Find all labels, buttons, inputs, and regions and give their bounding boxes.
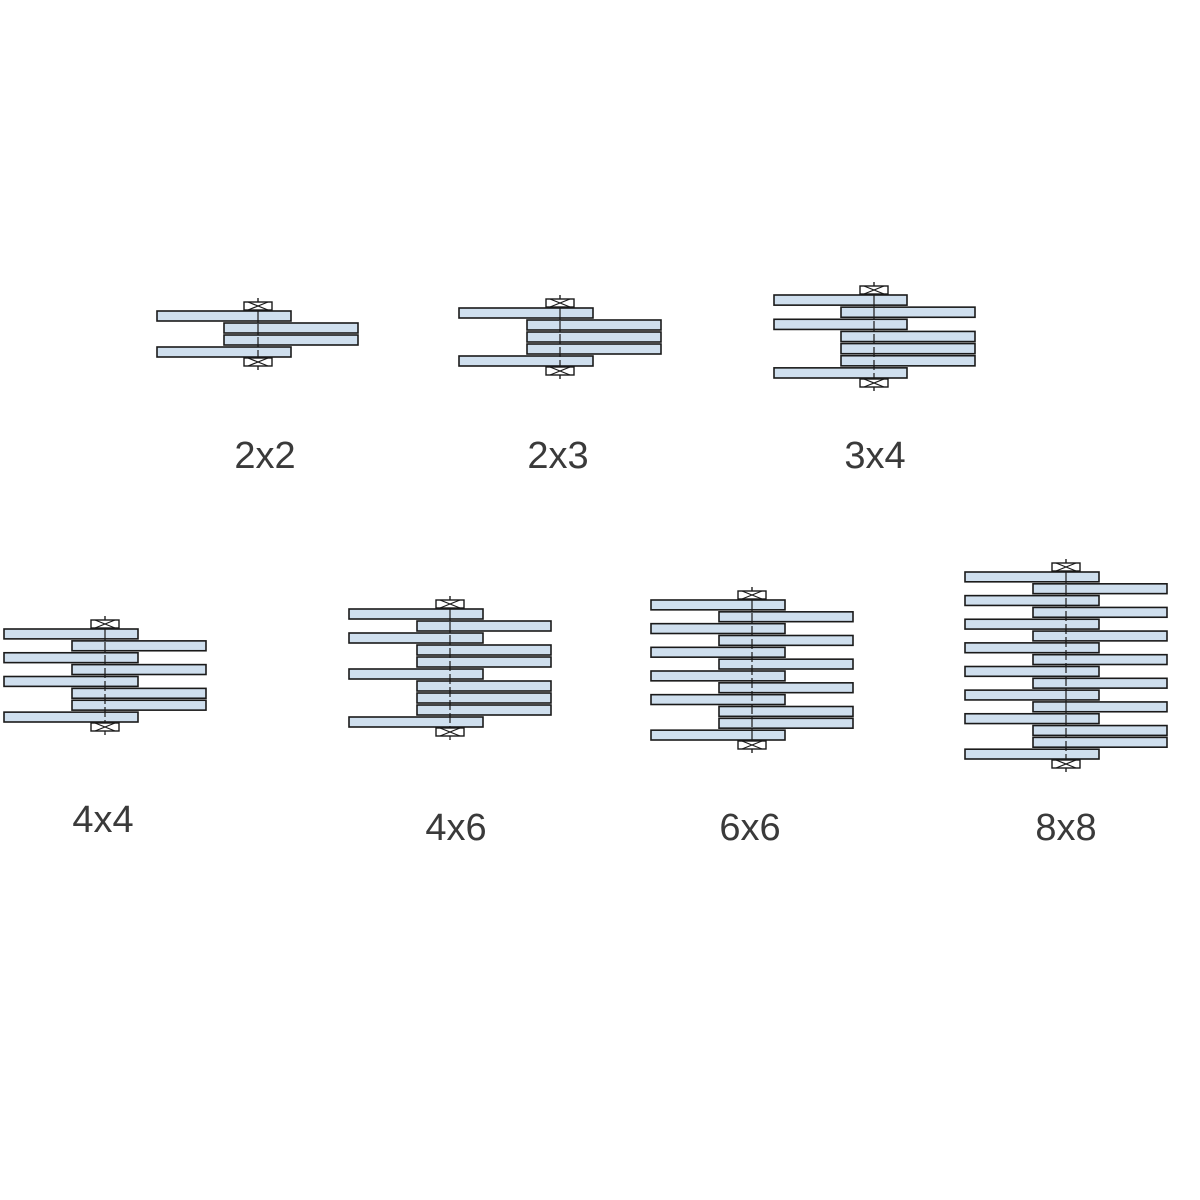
2x3-outer-plate xyxy=(458,355,594,367)
chain-8x8-plates xyxy=(964,559,1168,772)
3x4-pin-head-bottom-cross xyxy=(863,378,885,388)
chain-2x2: 2x2 xyxy=(156,298,359,477)
2x3-outer-plate xyxy=(458,307,594,319)
8x8-outer-plate xyxy=(964,748,1100,760)
4x6-outer-plate xyxy=(348,632,484,644)
6x6-inner-plate xyxy=(718,658,854,670)
6x6-inner-plate xyxy=(718,634,854,647)
chain-2x2-label: 2x2 xyxy=(234,435,295,477)
chain-2x2-plates xyxy=(156,298,359,370)
3x4-outer-plate xyxy=(773,294,908,306)
chain-8x8: 8x8 xyxy=(964,559,1168,849)
chain-3x4-label: 3x4 xyxy=(844,435,905,477)
6x6-pin-head-bottom-cross xyxy=(741,740,763,750)
2x2-inner-plate xyxy=(223,334,359,346)
2x2-outer-plate xyxy=(156,346,292,358)
chain-6x6-plates xyxy=(650,587,854,753)
8x8-inner-plate xyxy=(1032,701,1168,713)
4x6-inner-plate xyxy=(416,620,552,632)
8x8-inner-plate xyxy=(1032,606,1168,619)
3x4-inner-plate xyxy=(840,330,976,343)
4x4-outer-plate xyxy=(3,651,139,664)
4x4-pin-head-bottom-cross xyxy=(94,722,116,732)
2x3-inner-plate xyxy=(526,331,662,343)
4x6-outer-plate xyxy=(348,716,484,728)
4x6-inner-plate xyxy=(416,644,552,656)
chain-4x6-label: 4x6 xyxy=(425,807,486,849)
chain-2x3-label: 2x3 xyxy=(527,435,588,477)
2x3-pin-head-bottom-cross xyxy=(549,366,571,376)
6x6-inner-plate xyxy=(718,705,854,718)
6x6-outer-plate xyxy=(650,729,786,741)
2x3-inner-plate xyxy=(526,319,662,331)
8x8-pin-head-top-cross xyxy=(1055,562,1077,572)
4x4-inner-plate xyxy=(71,663,207,676)
chain-2x3: 2x3 xyxy=(458,295,662,477)
8x8-outer-plate xyxy=(964,712,1100,725)
6x6-outer-plate xyxy=(650,599,786,611)
4x6-outer-plate xyxy=(348,608,484,620)
3x4-inner-plate xyxy=(840,342,976,355)
2x2-pin-head-top-cross xyxy=(247,301,269,311)
8x8-outer-plate xyxy=(964,642,1100,654)
4x6-inner-plate xyxy=(416,704,552,716)
chain-3x4-plates xyxy=(773,282,976,391)
2x3-inner-plate xyxy=(526,343,662,355)
4x6-pin-head-bottom-cross xyxy=(439,727,461,737)
8x8-inner-plate xyxy=(1032,677,1168,689)
3x4-inner-plate xyxy=(840,306,976,319)
3x4-outer-plate xyxy=(773,318,908,331)
chain-4x4-plates xyxy=(3,616,207,735)
8x8-inner-plate xyxy=(1032,653,1168,666)
8x8-outer-plate xyxy=(964,689,1100,701)
chain-2x3-plates xyxy=(458,295,662,379)
8x8-outer-plate xyxy=(964,618,1100,630)
8x8-inner-plate xyxy=(1032,736,1168,748)
2x3-pin-head-top-cross xyxy=(549,298,571,308)
4x4-inner-plate xyxy=(71,640,207,652)
8x8-inner-plate xyxy=(1032,630,1168,642)
8x8-outer-plate xyxy=(964,665,1100,678)
6x6-inner-plate xyxy=(718,611,854,623)
4x4-pin-head-top-cross xyxy=(94,619,116,629)
3x4-pin-head-top-cross xyxy=(863,285,885,295)
6x6-pin-head-top-cross xyxy=(741,590,763,600)
6x6-outer-plate xyxy=(650,646,786,658)
4x6-pin-head-top-cross xyxy=(439,599,461,609)
6x6-inner-plate xyxy=(718,717,854,729)
chain-4x6: 4x6 xyxy=(348,596,552,849)
2x2-outer-plate xyxy=(156,310,292,322)
8x8-inner-plate xyxy=(1032,724,1168,737)
4x6-inner-plate xyxy=(416,692,552,704)
8x8-pin-head-bottom-cross xyxy=(1055,759,1077,769)
8x8-inner-plate xyxy=(1032,583,1168,595)
4x4-inner-plate xyxy=(71,687,207,700)
2x2-pin-head-bottom-cross xyxy=(247,357,269,367)
4x6-inner-plate xyxy=(416,680,552,692)
chain-4x6-plates xyxy=(348,596,552,740)
chain-3x4: 3x4 xyxy=(773,282,976,477)
4x4-outer-plate xyxy=(3,675,139,688)
chain-4x4-label: 4x4 xyxy=(72,799,133,841)
6x6-outer-plate xyxy=(650,670,786,682)
chain-8x8-label: 8x8 xyxy=(1035,807,1096,849)
chain-4x4: 4x4 xyxy=(3,616,207,841)
6x6-outer-plate xyxy=(650,693,786,706)
8x8-outer-plate xyxy=(964,571,1100,583)
chain-6x6: 6x6 xyxy=(650,587,854,849)
3x4-inner-plate xyxy=(840,354,976,367)
4x4-outer-plate xyxy=(3,711,139,723)
4x4-outer-plate xyxy=(3,628,139,640)
chain-6x6-label: 6x6 xyxy=(719,807,780,849)
6x6-inner-plate xyxy=(718,682,854,694)
8x8-outer-plate xyxy=(964,594,1100,607)
4x4-inner-plate xyxy=(71,699,207,711)
4x6-outer-plate xyxy=(348,668,484,680)
6x6-outer-plate xyxy=(650,622,786,635)
3x4-outer-plate xyxy=(773,367,908,379)
2x2-inner-plate xyxy=(223,322,359,334)
4x6-inner-plate xyxy=(416,656,552,668)
